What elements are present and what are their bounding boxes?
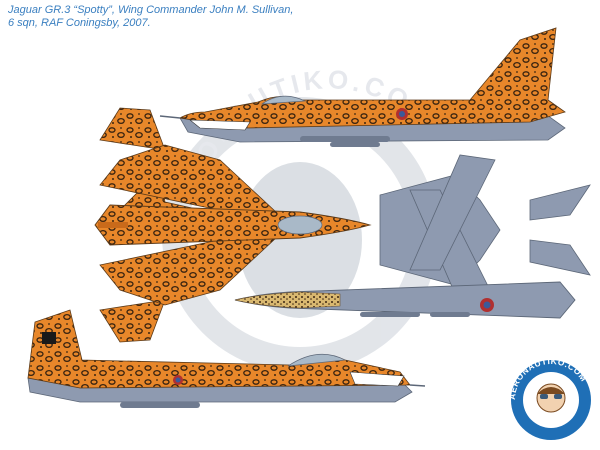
caption-line-2: 6 sqn, RAF Coningsby, 2007. <box>8 17 151 29</box>
jaguar-underside-view <box>234 154 591 319</box>
jaguar-top-view <box>94 107 372 343</box>
jaguar-side-profile-bottom <box>27 309 426 408</box>
watermark-figure <box>238 162 362 318</box>
caption-line-1: Jaguar GR.3 “Spotty”, Wing Commander Joh… <box>8 4 294 16</box>
jaguar-side-profile-top <box>159 27 566 147</box>
caption: Jaguar GR.3 “Spotty”, Wing Commander Joh… <box>8 4 294 30</box>
aeronautiko-badge: AERONAUTIKO.COM <box>506 355 596 445</box>
pilot-helmet-icon <box>537 387 565 394</box>
